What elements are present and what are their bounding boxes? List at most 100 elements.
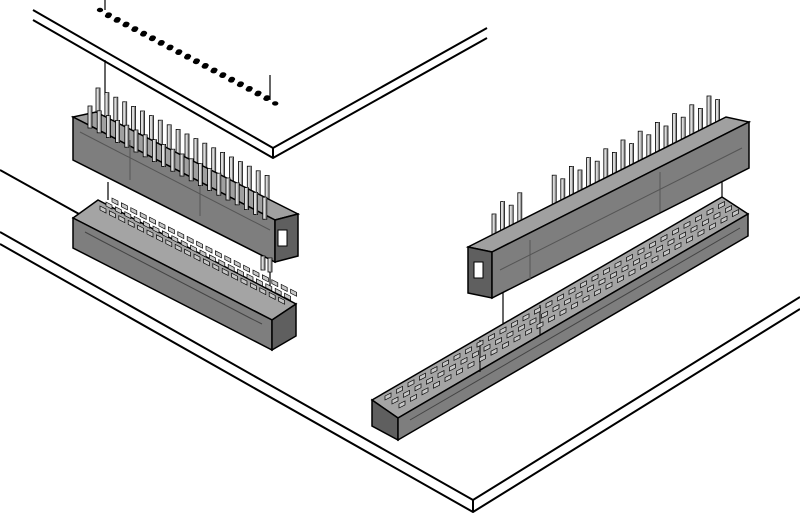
socket-contact (237, 268, 244, 277)
socket-contact (184, 248, 191, 257)
socket-contact (218, 259, 226, 268)
socket-contact (212, 263, 220, 272)
drill-hole (192, 59, 200, 65)
left-header-front-pins (87, 105, 273, 273)
socket-contact (156, 234, 163, 243)
drill-hole (131, 27, 138, 32)
drill-hole (104, 13, 112, 19)
socket-contact (430, 366, 438, 375)
socket-contact (384, 392, 392, 401)
socket-contact (256, 278, 263, 287)
socket-contact (702, 218, 709, 227)
socket-contact (407, 379, 415, 388)
socket-contact (511, 319, 518, 328)
socket-contact (410, 393, 417, 402)
header-pin (170, 148, 176, 172)
drill-hole (272, 101, 279, 106)
socket-contact (105, 201, 113, 210)
header-pin (267, 257, 273, 273)
socket-contact (529, 317, 537, 326)
socket-contact (121, 202, 128, 211)
socket-contact (284, 292, 291, 301)
socket-contact (575, 290, 583, 299)
socket-contact (442, 359, 449, 368)
socket-contact (165, 239, 173, 248)
drill-hole (201, 64, 208, 69)
drill-hole (228, 78, 235, 83)
socket-contact (149, 216, 156, 225)
socket-contact (718, 201, 725, 210)
socket-contact (414, 383, 422, 392)
socket-contact (139, 211, 147, 220)
socket-contact (614, 260, 622, 269)
socket-contact (571, 301, 578, 310)
socket-contact (674, 242, 682, 251)
socket-contact (499, 326, 507, 335)
socket-contact (732, 209, 739, 218)
socket-contact (203, 258, 210, 267)
socket-contact (695, 214, 702, 223)
socket-contact (534, 306, 541, 315)
drilled-hole-pattern (96, 7, 279, 106)
socket-contact (610, 271, 617, 280)
socket-contact (143, 220, 150, 229)
socket-contact (697, 228, 705, 237)
drill-hole (236, 82, 244, 88)
socket-contact (637, 247, 645, 256)
drill-hole (219, 73, 226, 79)
header-pin (197, 163, 203, 187)
socket-contact (215, 250, 222, 259)
socket-contact (476, 339, 484, 348)
socket-contact (598, 277, 606, 286)
socket-contact (274, 287, 282, 296)
socket-contact (506, 330, 514, 339)
socket-contact (137, 224, 144, 233)
socket-contact (683, 220, 691, 229)
socket-contact (453, 352, 461, 361)
socket-contact (252, 269, 260, 278)
socket-contact (243, 264, 250, 273)
socket-contact (118, 215, 126, 224)
socket-contact (391, 396, 399, 405)
socket-contact (672, 227, 679, 236)
socket-contact (456, 367, 463, 376)
drill-hole (254, 92, 261, 97)
header-pin (161, 143, 167, 167)
socket-contact (398, 400, 406, 409)
right-socket-contacts (384, 201, 739, 409)
socket-contact (259, 287, 267, 296)
drill-hole (122, 23, 129, 28)
drill-hole (157, 41, 164, 46)
header-pin (253, 191, 259, 215)
socket-contact (193, 253, 201, 262)
socket-contact (580, 280, 587, 289)
socket-contact (706, 207, 714, 216)
socket-contact (713, 211, 721, 220)
socket-contact (174, 243, 182, 252)
socket-contact (720, 215, 728, 224)
socket-contact (124, 211, 132, 220)
socket-contact (186, 235, 194, 244)
socket-contact (196, 240, 203, 249)
header-pin (106, 115, 111, 138)
drill-hole (96, 7, 104, 13)
socket-contact (467, 360, 475, 369)
socket-contact (548, 314, 555, 323)
socket-contact (168, 226, 175, 235)
socket-contact (171, 235, 179, 244)
socket-contact (433, 380, 440, 389)
socket-contact (582, 294, 590, 303)
socket-contact (690, 224, 698, 233)
socket-contact (146, 229, 154, 238)
socket-contact (557, 293, 564, 302)
socket-contact (268, 291, 276, 300)
socket-contact (99, 205, 107, 214)
socket-contact (656, 244, 663, 253)
socket-contact (444, 374, 452, 383)
socket-contact (133, 215, 141, 224)
socket-contact (644, 251, 652, 260)
socket-contact (180, 239, 188, 248)
socket-contact (559, 308, 567, 317)
socket-contact (265, 283, 273, 292)
